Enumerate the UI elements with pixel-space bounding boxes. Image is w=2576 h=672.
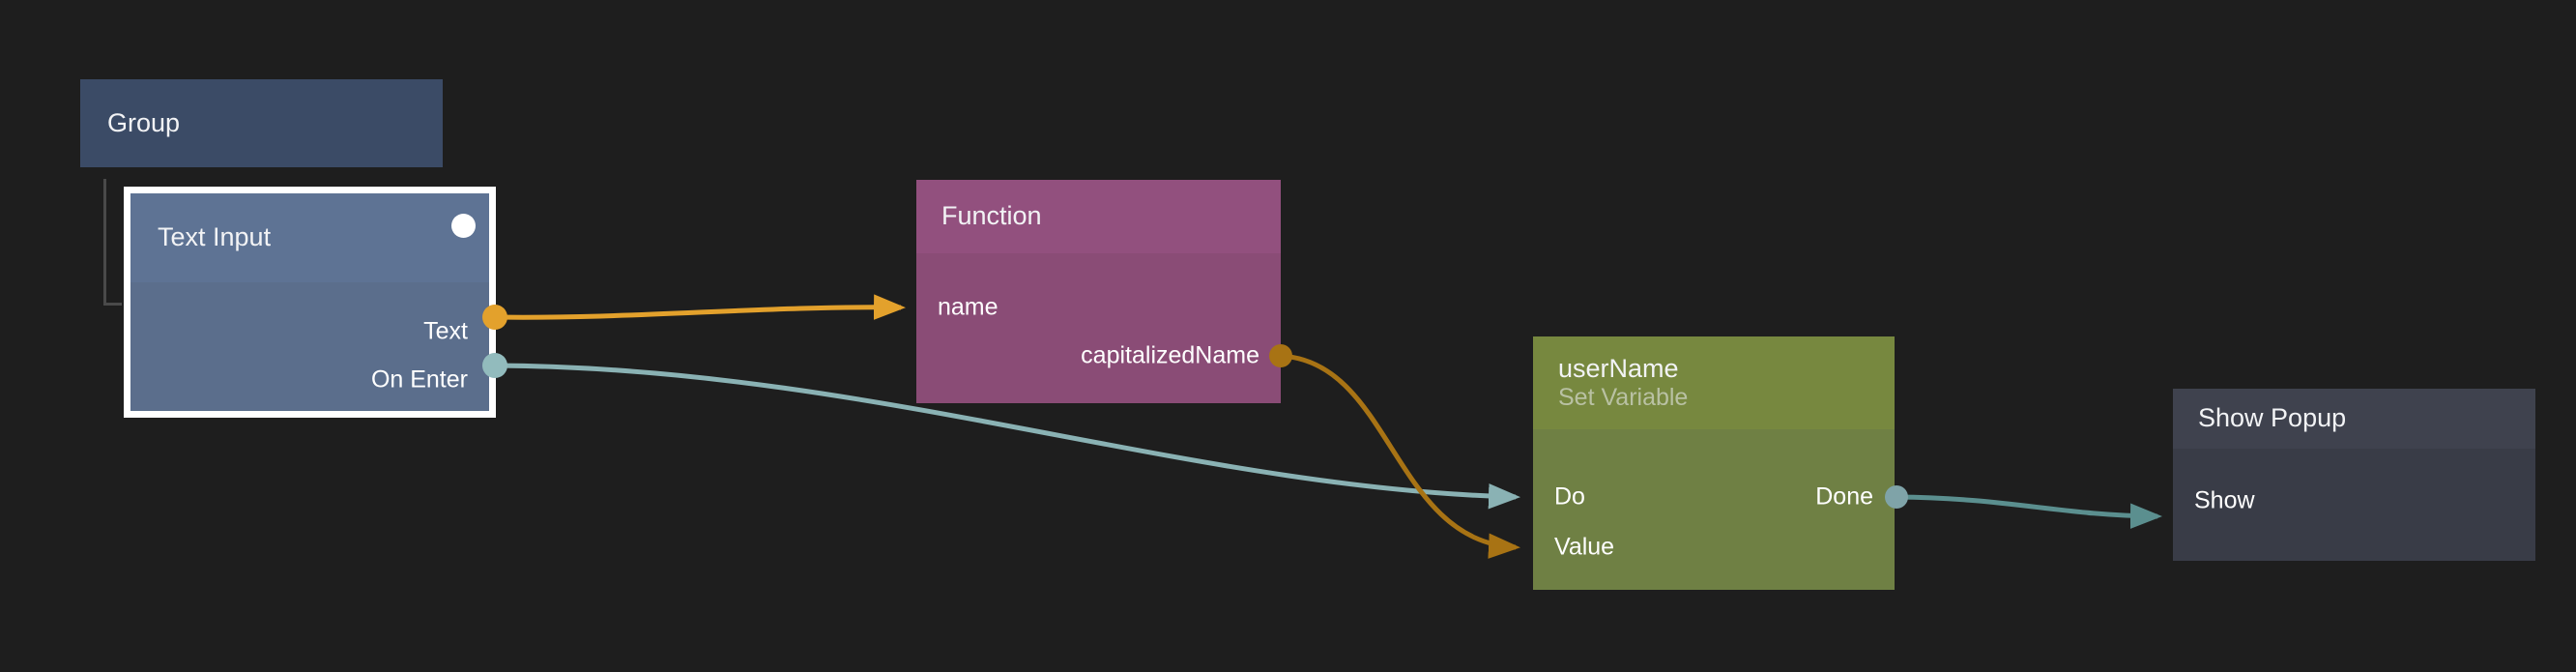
node-show-popup-title: Show Popup xyxy=(2198,403,2347,433)
port-dot-done-output[interactable] xyxy=(1885,485,1908,509)
node-set-variable-subtitle: Set Variable xyxy=(1558,384,1689,412)
node-group[interactable]: Group xyxy=(80,79,443,167)
node-text-input-title: Text Input xyxy=(158,222,272,252)
node-set-variable-body: Do Done Value xyxy=(1533,429,1895,590)
port-label-value: Value xyxy=(1554,533,1615,561)
node-function-body: name capitalizedName xyxy=(916,253,1281,403)
node-set-variable-title: userName xyxy=(1558,354,1679,384)
node-function[interactable]: Function name capitalizedName xyxy=(916,180,1281,403)
node-show-popup[interactable]: Show Popup Show xyxy=(2173,389,2535,561)
node-group-title: Group xyxy=(107,107,181,137)
node-text-input[interactable]: Text Input Text On Enter xyxy=(130,193,489,411)
port-dot-capitalizedname-output[interactable] xyxy=(1269,344,1292,367)
node-show-popup-header: Show Popup xyxy=(2173,389,2535,449)
port-label-text: Text xyxy=(423,317,468,345)
port-label-name: name xyxy=(938,293,999,321)
node-show-popup-body: Show xyxy=(2173,449,2535,561)
node-function-header: Function xyxy=(916,180,1281,253)
group-tree-bracket xyxy=(103,179,122,306)
port-label-show: Show xyxy=(2194,486,2255,514)
node-text-input-selection-outline[interactable]: Text Input Text On Enter xyxy=(124,187,496,418)
port-label-capitalizedname: capitalizedName xyxy=(1081,341,1259,369)
port-label-on-enter: On Enter xyxy=(370,365,468,394)
node-text-input-header: Text Input xyxy=(130,193,489,282)
node-text-input-body: Text On Enter xyxy=(130,282,489,411)
port-dot-text-output[interactable] xyxy=(482,305,507,330)
port-label-done: Done xyxy=(1815,482,1873,511)
node-set-variable[interactable]: userName Set Variable Do Done Value xyxy=(1533,336,1895,590)
port-label-do: Do xyxy=(1554,482,1585,511)
node-group-header: Group xyxy=(80,79,443,167)
node-set-variable-header: userName Set Variable xyxy=(1533,336,1895,429)
node-function-title: Function xyxy=(941,201,1042,231)
breakpoint-dot-icon[interactable] xyxy=(451,214,476,238)
port-dot-on-enter-output[interactable] xyxy=(482,353,507,378)
